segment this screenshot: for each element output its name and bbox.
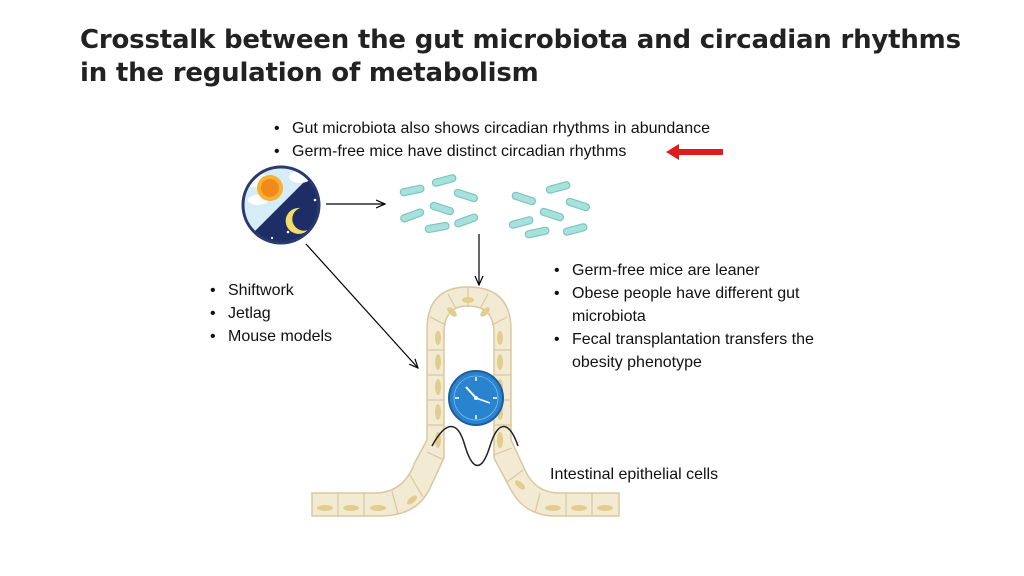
day-night-icon [241, 165, 321, 245]
bullet-item: Gut microbiota also shows circadian rhyt… [268, 117, 710, 140]
bullet-item: Fecal transplantation transfers the obes… [548, 328, 838, 374]
bacteria-icon [399, 174, 591, 239]
bullet-item: Germ-free mice are leaner [548, 259, 838, 282]
bullet-item: Mouse models [204, 325, 332, 348]
right-bullet-list: Germ-free mice are leaner Obese people h… [548, 259, 838, 374]
arrow-to-clock [305, 243, 418, 368]
bullet-item: Shiftwork [204, 279, 332, 302]
top-bullet-list: Gut microbiota also shows circadian rhyt… [268, 117, 710, 163]
left-bullet-list: Shiftwork Jetlag Mouse models [204, 279, 332, 348]
intestinal-villus [311, 286, 620, 517]
slide-title: Crosstalk between the gut microbiota and… [80, 24, 961, 90]
bullet-item: Jetlag [204, 302, 332, 325]
clock-icon [448, 370, 504, 426]
slide-title-line-2: in the regulation of metabolism [80, 58, 539, 88]
circadian-wave [431, 425, 519, 467]
red-arrow-icon [666, 144, 723, 160]
bullet-item: Germ-free mice have distinct circadian r… [268, 140, 710, 163]
slide-title-line-1: Crosstalk between the gut microbiota and… [80, 25, 961, 55]
intestinal-cells-caption: Intestinal epithelial cells [550, 466, 719, 483]
bullet-item: Obese people have different gut microbio… [548, 282, 838, 328]
